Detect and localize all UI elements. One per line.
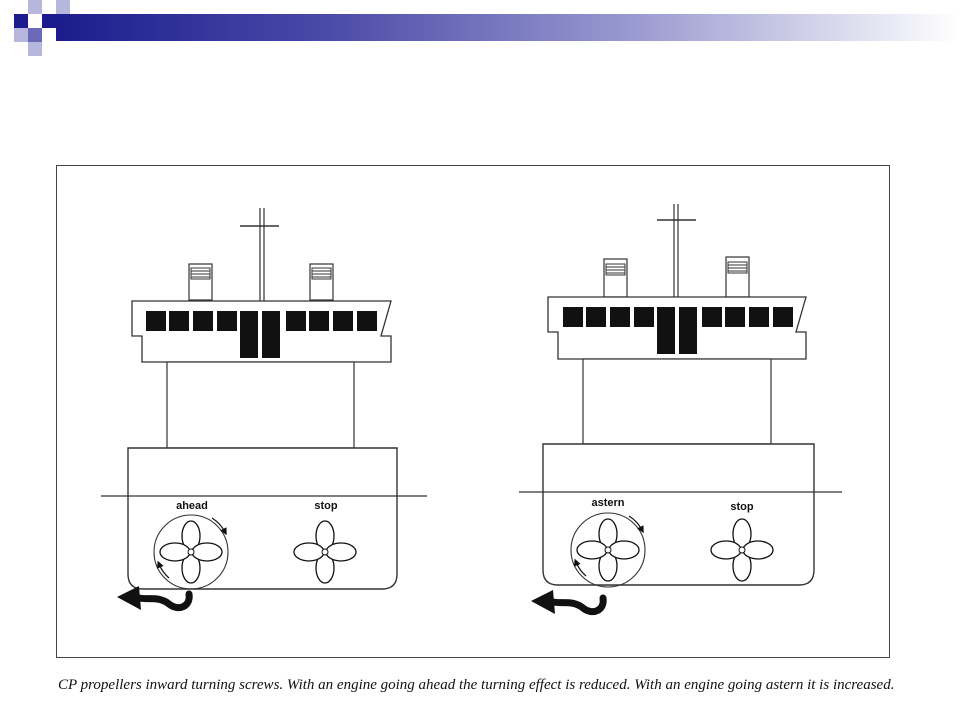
deco-square <box>14 28 28 42</box>
deco-square <box>28 42 42 56</box>
title-band <box>0 0 960 60</box>
turning-effect-arrow-icon <box>117 586 193 612</box>
port-propeller-icon <box>570 512 646 588</box>
hull <box>127 447 398 590</box>
superstructure <box>582 358 772 445</box>
starboard-propeller-icon <box>710 518 774 582</box>
deco-square <box>14 14 28 28</box>
bridge <box>547 296 807 360</box>
starboard-propeller-icon <box>293 520 357 584</box>
starboard-propeller-label: stop <box>314 500 338 512</box>
funnel <box>603 258 628 298</box>
deco-square <box>56 0 70 14</box>
port-propeller-label: astern <box>591 497 624 509</box>
deco-square <box>28 28 42 42</box>
hull <box>542 443 815 586</box>
deco-square <box>28 0 42 14</box>
figure-caption: CP propellers inward turning screws. Wit… <box>58 677 895 693</box>
funnel <box>309 263 334 301</box>
funnel <box>188 263 213 301</box>
deco-square <box>42 14 56 28</box>
right-ship: astern stop <box>519 204 842 616</box>
title-gradient-bar <box>56 14 960 41</box>
figure-frame: ahead stop <box>56 165 890 658</box>
port-propeller-label: ahead <box>176 500 208 512</box>
twin-screw-diagram: ahead stop <box>101 204 842 616</box>
funnel <box>725 256 750 298</box>
mast <box>240 208 279 301</box>
left-ship: ahead stop <box>101 208 427 612</box>
superstructure <box>166 361 355 449</box>
port-propeller-icon <box>153 514 229 590</box>
starboard-propeller-label: stop <box>730 501 754 513</box>
mast <box>657 204 696 297</box>
bridge <box>131 300 392 363</box>
turning-effect-arrow-icon <box>531 590 607 616</box>
